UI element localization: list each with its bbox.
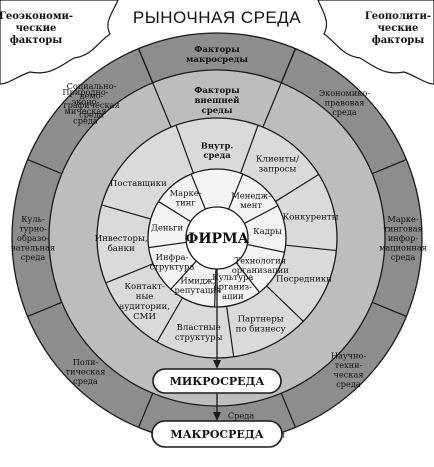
micro-divider <box>240 125 259 174</box>
inner-divider <box>247 243 285 253</box>
internal-factor-label: Марке-тинг <box>170 188 202 208</box>
macro-divider <box>137 48 172 128</box>
inner-divider <box>213 268 217 307</box>
internal-factor-label: Инфра-структура <box>150 252 195 272</box>
micro-divider <box>285 244 337 252</box>
arrow-head-micro <box>213 360 221 369</box>
micro-divider <box>266 285 304 322</box>
macroenvironment-pill <box>151 420 283 448</box>
inner-divider <box>148 241 187 249</box>
arrow-head-macro <box>213 412 221 421</box>
inner-divider <box>235 262 260 293</box>
outer-divider <box>371 301 407 318</box>
corner-cloud-right <box>317 0 434 85</box>
microenvironment-label: Посредники <box>276 275 332 285</box>
microenvironment-label: Поставщики <box>110 179 167 189</box>
outer-divider <box>27 158 63 175</box>
environment-pills: МИКРОСРЕДА МАКРОСРЕДА <box>151 269 283 448</box>
micro-divider <box>226 306 235 357</box>
internal-factor-label: Имидж,репутация <box>175 276 222 296</box>
internal-environment-header: Внутр.среда <box>201 140 234 160</box>
macro-divider <box>262 48 297 128</box>
outer-divider <box>137 392 154 428</box>
macroenvironment-pill-label: МАКРОСРЕДА <box>170 428 263 441</box>
diagram-title: РЫНОЧНАЯ СРЕДА <box>133 8 301 27</box>
microenvironment-label: Конкуренты <box>283 212 339 222</box>
inner-divider <box>170 260 197 290</box>
inner-divider <box>190 173 206 210</box>
outer-divider <box>371 158 407 175</box>
corner-cloud-left <box>0 0 119 85</box>
micro-divider <box>101 204 151 220</box>
micro-divider <box>156 297 184 343</box>
internal-factor-label: Кадры <box>253 226 282 236</box>
outer-divider <box>280 392 297 428</box>
internal-factor-label: Деньги <box>151 222 183 232</box>
microenvironment-label: Инвесторы,банки <box>95 234 148 254</box>
microenvironment-pill <box>152 368 282 394</box>
inner-divider <box>244 205 279 224</box>
sector-dividers <box>27 48 407 428</box>
internal-factor-label: Менедж-мент <box>231 190 271 210</box>
firm-label: ФИРМА <box>185 231 250 247</box>
microenvironment-pill-label: МИКРОСРЕДА <box>170 375 265 388</box>
microenvironment-label: Клиенты/запросы <box>256 154 299 174</box>
micro-divider <box>105 263 154 284</box>
outer-divider <box>27 301 63 318</box>
inner-divider <box>228 173 244 210</box>
inner-divider <box>158 200 192 223</box>
micro-divider <box>175 125 194 174</box>
micro-divider <box>275 173 320 202</box>
